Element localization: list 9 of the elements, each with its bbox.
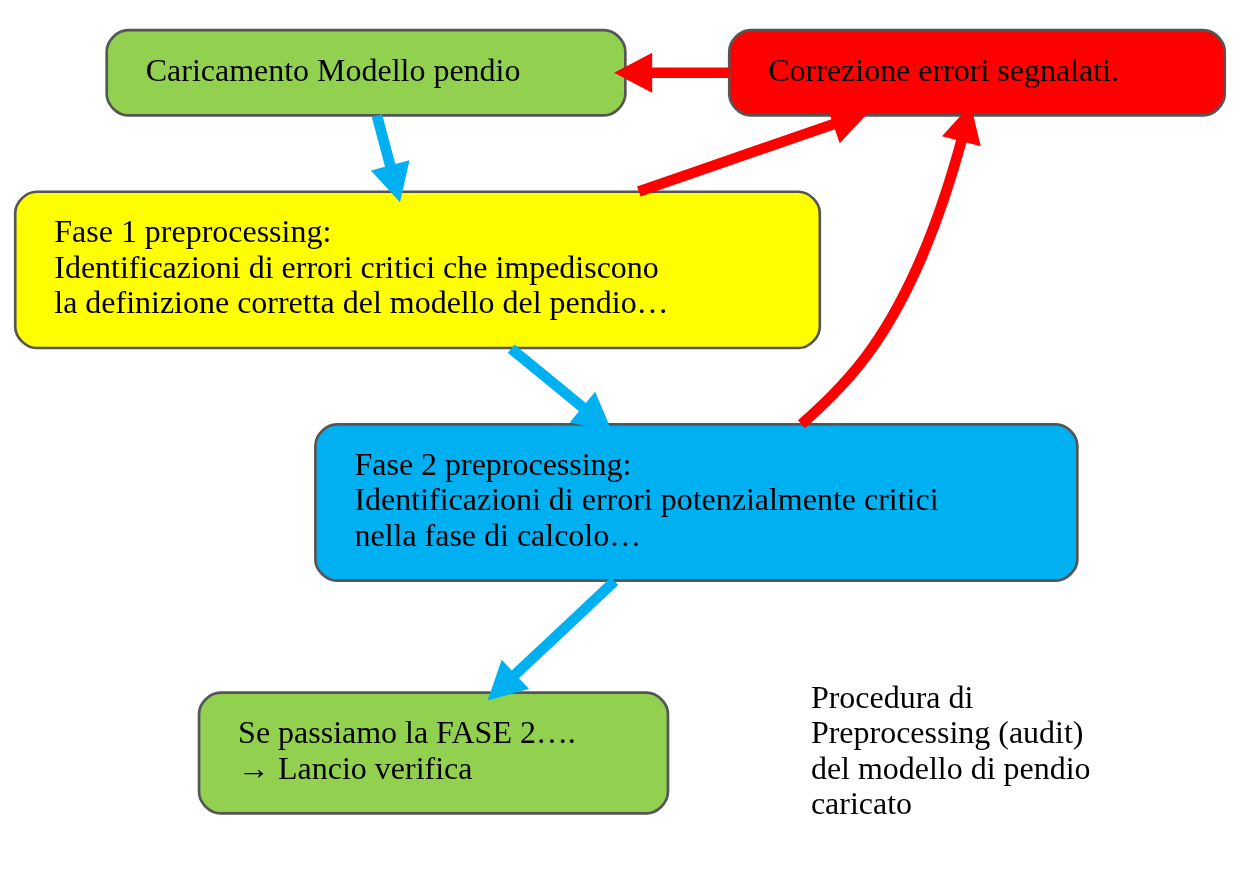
node-box: Se passiamo la FASE 2…. → Lancio verifica bbox=[197, 691, 670, 815]
node-box: Fase 1 preprocessing: Identificazioni di errori critici che impediscono la definizione corretta del modello del pendio… bbox=[13, 190, 822, 350]
arrow bbox=[614, 52, 730, 93]
arrow bbox=[370, 114, 410, 203]
arrow bbox=[487, 577, 619, 701]
node-box: Correzione errori segnalati. bbox=[727, 28, 1227, 117]
label: Procedura di Preprocessing (audit) del modello di pendio caricato bbox=[810, 679, 1091, 822]
node-box: Fase 2 preprocessing: Identificazioni di errori potenzialmente critici nella fase di calcolo… bbox=[314, 423, 1079, 583]
node-box: Caricamento Modello pendio bbox=[105, 28, 627, 117]
